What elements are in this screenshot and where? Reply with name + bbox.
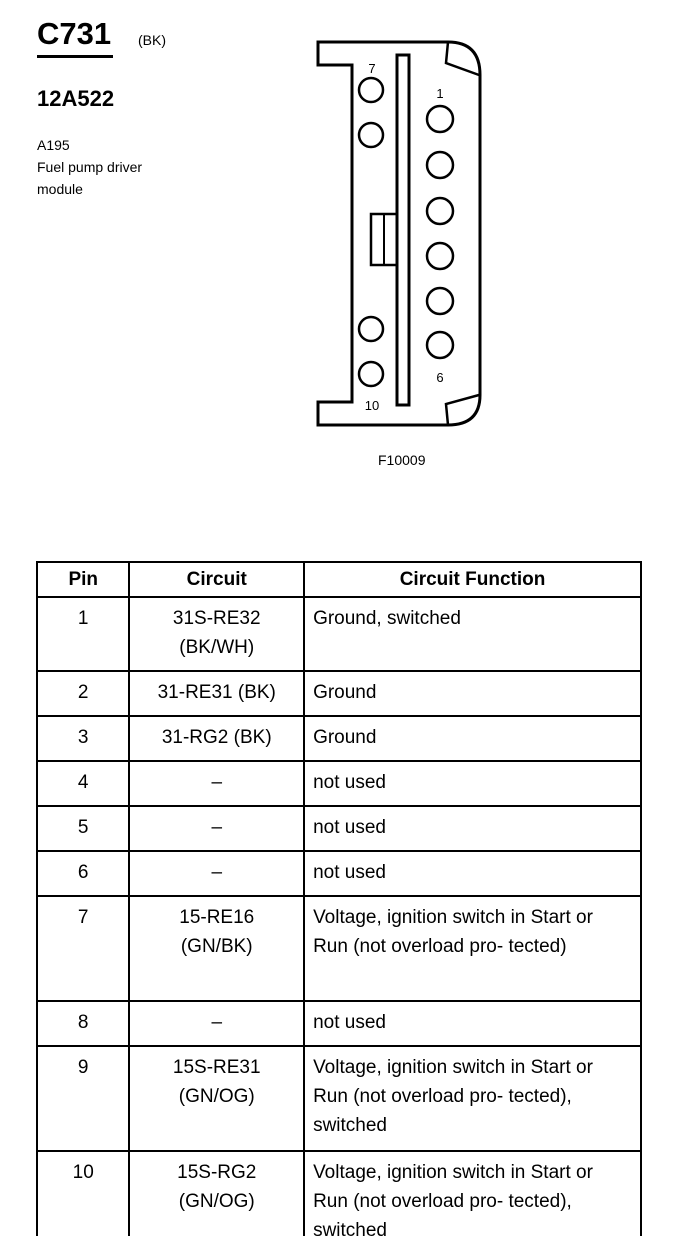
pin-cavities bbox=[357, 76, 455, 388]
cavity-9 bbox=[357, 315, 385, 343]
connector-diagram: 7 1 6 10 bbox=[316, 40, 482, 427]
circuit-cell: 31-RE31 (BK) bbox=[128, 670, 306, 717]
function-cell: not used bbox=[303, 760, 642, 807]
header-pin: Pin bbox=[35, 561, 131, 598]
function-cell: not used bbox=[303, 1000, 642, 1047]
corner-tab-bottom bbox=[444, 393, 480, 426]
header-circuit: Circuit bbox=[128, 561, 306, 598]
table-row: 5–not used bbox=[35, 805, 642, 852]
function-cell: Ground bbox=[303, 715, 642, 762]
circuit-cell: – bbox=[128, 850, 306, 897]
header-function: Circuit Function bbox=[303, 561, 642, 598]
function-cell: not used bbox=[303, 850, 642, 897]
pin-cell: 9 bbox=[35, 1045, 131, 1152]
circuit-cell: 31S-RE32 (BK/WH) bbox=[128, 596, 306, 672]
pin-cell: 3 bbox=[35, 715, 131, 762]
part-number: 12A522 bbox=[37, 86, 115, 111]
circuit-cell: – bbox=[128, 805, 306, 852]
pin-label-10: 10 bbox=[365, 398, 379, 413]
corner-tab-top bbox=[444, 41, 480, 77]
pin-cell: 10 bbox=[35, 1150, 131, 1236]
pin-cell: 6 bbox=[35, 850, 131, 897]
function-cell: Ground bbox=[303, 670, 642, 717]
pin-label-6: 6 bbox=[436, 370, 443, 385]
cavity-6 bbox=[425, 330, 455, 360]
function-cell: Ground, switched bbox=[303, 596, 642, 672]
function-cell: Voltage, ignition switch in Start or Run… bbox=[303, 895, 642, 1002]
circuit-cell: 15S-RG2 (GN/OG) bbox=[128, 1150, 306, 1236]
component-name: Fuel pump driver module bbox=[37, 159, 143, 197]
pin-label-1: 1 bbox=[436, 86, 443, 101]
cavity-2 bbox=[425, 150, 455, 180]
figure-id: F10009 bbox=[378, 452, 426, 468]
pin-cell: 4 bbox=[35, 760, 131, 807]
cavity-5 bbox=[425, 286, 455, 316]
pin-cell: 7 bbox=[35, 895, 131, 1002]
table-header-row: Pin Circuit Circuit Function bbox=[35, 561, 642, 598]
connector-outline bbox=[316, 40, 482, 427]
pin-cell: 8 bbox=[35, 1000, 131, 1047]
circuit-cell: – bbox=[128, 760, 306, 807]
pin-cell: 5 bbox=[35, 805, 131, 852]
function-cell: not used bbox=[303, 805, 642, 852]
table-row: 4–not used bbox=[35, 760, 642, 807]
cavity-4 bbox=[425, 241, 455, 271]
cavity-3 bbox=[425, 196, 455, 226]
center-rail bbox=[395, 53, 411, 407]
pin-cell: 1 bbox=[35, 596, 131, 672]
title-underline bbox=[37, 55, 113, 58]
component-id: A195 bbox=[37, 137, 70, 153]
function-cell: Voltage, ignition switch in Start or Run… bbox=[303, 1150, 642, 1236]
connector-color: (BK) bbox=[138, 32, 166, 48]
cavity-10 bbox=[357, 360, 385, 388]
cavity-1 bbox=[425, 104, 455, 134]
cavity-8 bbox=[357, 121, 385, 149]
function-cell: Voltage, ignition switch in Start or Run… bbox=[303, 1045, 642, 1152]
circuit-cell: 15-RE16 (GN/BK) bbox=[128, 895, 306, 1002]
component-info: A195 Fuel pump driver module bbox=[37, 134, 177, 200]
pin-cell: 2 bbox=[35, 670, 131, 717]
cavity-7 bbox=[357, 76, 385, 104]
table-row: 8–not used bbox=[35, 1000, 642, 1047]
circuit-cell: 31-RG2 (BK) bbox=[128, 715, 306, 762]
circuit-cell: – bbox=[128, 1000, 306, 1047]
table-row: 6–not used bbox=[35, 850, 642, 897]
circuit-cell: 15S-RE31 (GN/OG) bbox=[128, 1045, 306, 1152]
pin-label-7: 7 bbox=[368, 61, 375, 76]
connector-id: C731 bbox=[37, 16, 112, 51]
